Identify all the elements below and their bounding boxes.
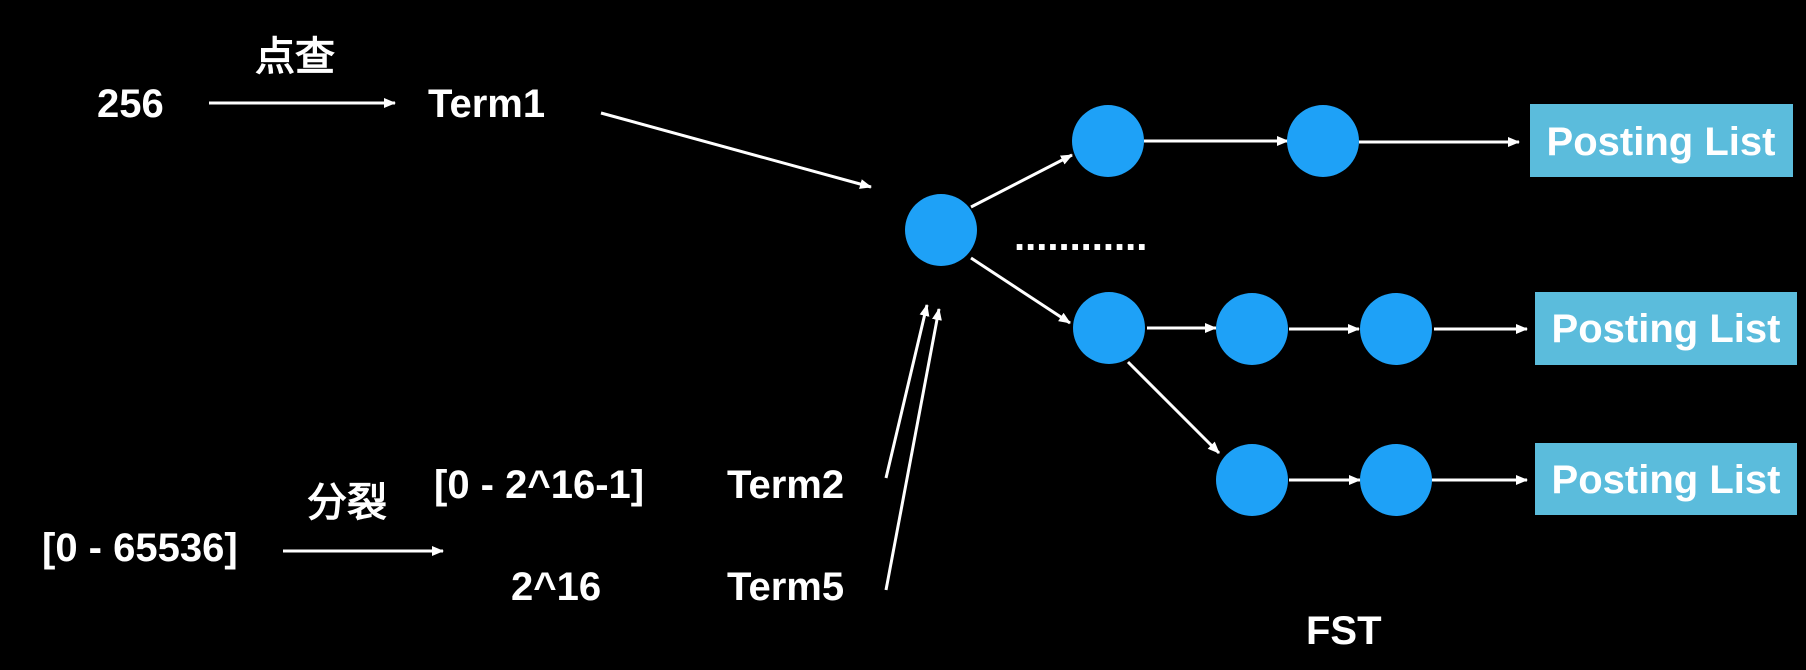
- fst-node-a1: [1072, 105, 1144, 177]
- term2-label: Term2: [727, 463, 844, 507]
- point-query-value: 256: [97, 82, 164, 126]
- split-range-label: [0 - 2^16-1]: [434, 463, 644, 507]
- term1-label: Term1: [428, 82, 545, 126]
- edge-root-to-a1: [970, 153, 1073, 209]
- fst-node-c1: [1216, 444, 1288, 516]
- split-label: 分裂: [307, 481, 387, 525]
- posting-list-bottom-box: [1535, 443, 1797, 515]
- posting-list-top-box: [1530, 104, 1793, 177]
- split-point-label: 2^16: [511, 565, 601, 609]
- term5-label: Term5: [727, 565, 844, 609]
- edge-root-to-b1: [970, 256, 1071, 325]
- fst-label: FST: [1306, 609, 1382, 653]
- point-query-label: 点查: [255, 35, 335, 79]
- posting-list-bottom: Posting List: [1535, 443, 1797, 515]
- fst-node-b1: [1073, 292, 1145, 364]
- fst-node-c2: [1360, 444, 1432, 516]
- ellipsis-label: ............: [1014, 215, 1147, 259]
- range-value: [0 - 65536]: [42, 526, 238, 570]
- arrow-term5-to-root: [884, 308, 942, 591]
- posting-list-middle-box: [1535, 292, 1797, 365]
- edge-b1-to-c1: [1126, 360, 1221, 455]
- fst-node-b2: [1216, 293, 1288, 365]
- arrow-term2-to-root: [884, 304, 930, 479]
- posting-list-top-label: Posting List: [1547, 120, 1776, 164]
- fst-node-b3: [1360, 293, 1432, 365]
- posting-list-bottom-label: Posting List: [1552, 458, 1781, 502]
- fst-root-node: [905, 194, 977, 266]
- posting-list-middle: Posting List: [1535, 292, 1797, 365]
- posting-list-middle-label: Posting List: [1552, 307, 1781, 351]
- fst-node-a2: [1287, 105, 1359, 177]
- arrows: [209, 98, 1528, 591]
- arrow-term1-to-root: [600, 111, 872, 189]
- fst-nodes: [905, 105, 1432, 516]
- posting-list-top: Posting List: [1530, 104, 1793, 177]
